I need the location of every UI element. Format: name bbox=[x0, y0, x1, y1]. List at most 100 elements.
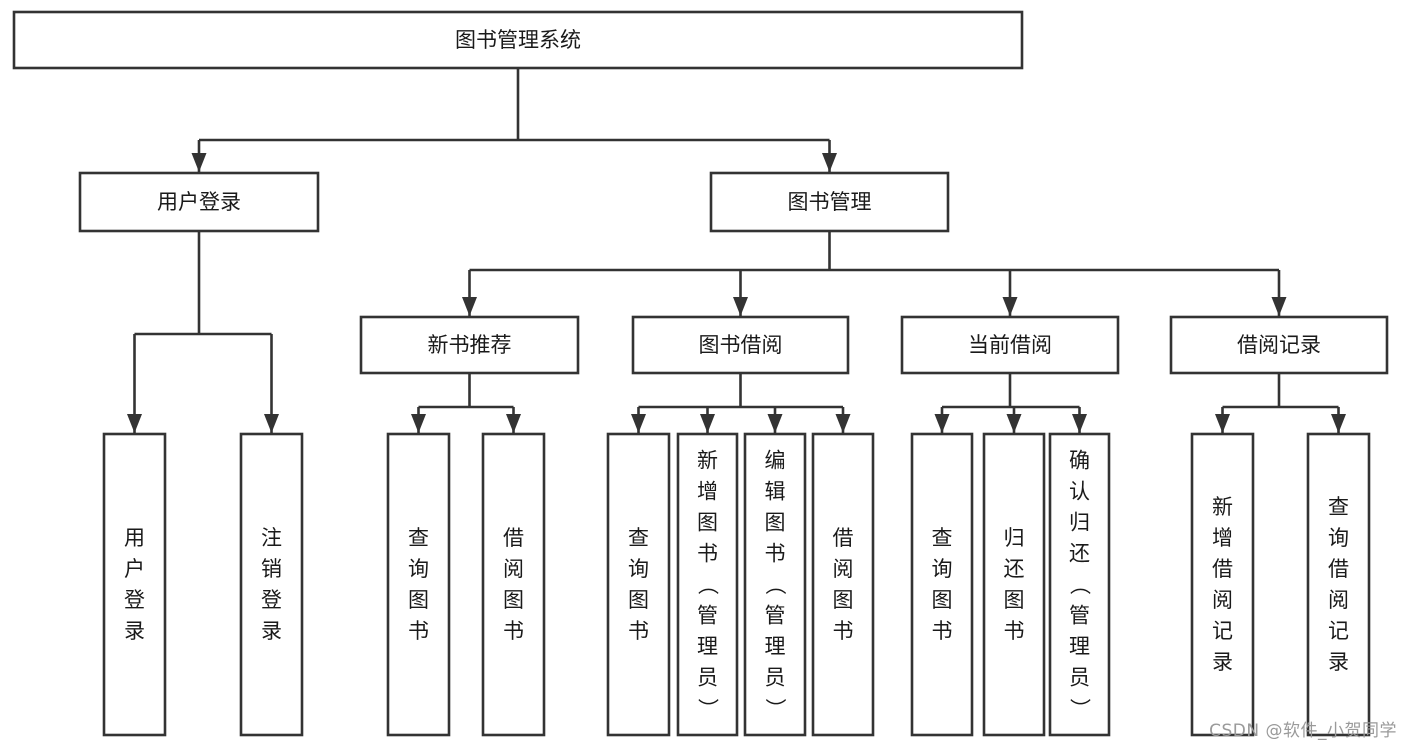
node-label-char: 辑 bbox=[765, 480, 786, 504]
node-label-char: ） bbox=[1068, 698, 1092, 719]
node-label-char: 书 bbox=[833, 619, 854, 643]
node-label-char: 录 bbox=[124, 619, 145, 643]
node-label-char: 户 bbox=[124, 557, 145, 581]
node-label-root: 图书管理系统 bbox=[455, 28, 581, 52]
node-box-current-borrow bbox=[900, 315, 1120, 375]
node-label-char: 新 bbox=[697, 449, 718, 473]
arrow-head-icon bbox=[631, 414, 646, 433]
arrow-head-icon bbox=[264, 414, 279, 433]
arrow-head-icon bbox=[127, 414, 142, 433]
arrow-head-icon bbox=[411, 414, 426, 433]
node-label-char: 管 bbox=[765, 604, 786, 628]
node-box-borrow-book-1 bbox=[481, 432, 546, 737]
node-current-borrow[interactable]: 当前借阅 bbox=[900, 315, 1120, 375]
node-label-char: 阅 bbox=[833, 557, 854, 581]
arrow-head-icon bbox=[934, 414, 950, 433]
node-box-confirm-return bbox=[1048, 432, 1111, 737]
node-box-return-book bbox=[982, 432, 1046, 737]
node-root[interactable]: 图书管理系统 bbox=[12, 10, 1024, 70]
arrow-head-icon bbox=[1331, 414, 1346, 433]
node-label-char: 书 bbox=[697, 542, 718, 566]
arrow-head-icon bbox=[462, 297, 477, 316]
arrow-head-icon bbox=[733, 297, 748, 316]
node-box-query-book-3 bbox=[910, 432, 974, 737]
node-label-char: 认 bbox=[1069, 480, 1090, 504]
node-label-char: 查 bbox=[628, 526, 649, 550]
node-box-add-book bbox=[676, 432, 739, 737]
node-book-manage[interactable]: 图书管理 bbox=[709, 171, 950, 233]
node-box-query-record bbox=[1306, 432, 1371, 737]
node-box-book-borrow bbox=[631, 315, 850, 375]
arrow-head-icon bbox=[1215, 414, 1230, 433]
node-label-char: 登 bbox=[261, 588, 282, 612]
node-label-char: 管 bbox=[1069, 604, 1090, 628]
node-box-logout bbox=[239, 432, 304, 737]
node-label-char: 记 bbox=[1212, 619, 1233, 643]
node-box-book-manage bbox=[709, 171, 950, 233]
node-login[interactable]: 用户登录 bbox=[102, 432, 167, 737]
node-label-char: 借 bbox=[1212, 557, 1233, 581]
node-label-char: 录 bbox=[1212, 650, 1233, 674]
node-label-char: 记 bbox=[1328, 619, 1349, 643]
node-label-book-borrow: 图书借阅 bbox=[699, 333, 783, 357]
node-label-char: 编 bbox=[765, 449, 786, 473]
arrow-head-icon bbox=[506, 414, 521, 433]
node-label-char: 借 bbox=[503, 526, 524, 550]
node-label-char: 登 bbox=[124, 588, 145, 612]
node-label-char: 图 bbox=[503, 588, 524, 612]
node-label-char: 借 bbox=[833, 526, 854, 550]
nodes-layer: 图书管理系统用户登录图书管理新书推荐图书借阅当前借阅借阅记录用户登录注销登录查询… bbox=[12, 10, 1389, 737]
node-label-char: 增 bbox=[1212, 526, 1233, 550]
node-user-login[interactable]: 用户登录 bbox=[78, 171, 320, 233]
node-box-add-record bbox=[1190, 432, 1255, 737]
node-label-char: 用 bbox=[124, 526, 145, 550]
node-label-char: 图 bbox=[697, 511, 718, 535]
node-box-query-book-2 bbox=[606, 432, 671, 737]
node-label-char: 销 bbox=[261, 557, 282, 581]
node-box-edit-book bbox=[743, 432, 807, 737]
node-label-char: 理 bbox=[697, 635, 718, 659]
node-label-char: 理 bbox=[765, 635, 786, 659]
node-box-borrow-book-2 bbox=[811, 432, 875, 737]
node-label-char: 员 bbox=[765, 666, 786, 690]
node-label-char: 书 bbox=[765, 542, 786, 566]
arrow-head-icon bbox=[822, 153, 837, 172]
node-label-char: 新 bbox=[1212, 495, 1233, 519]
node-label-borrow-record: 借阅记录 bbox=[1237, 333, 1321, 357]
node-book-borrow[interactable]: 图书借阅 bbox=[631, 315, 850, 375]
node-label-char: （ bbox=[763, 574, 787, 595]
node-box-borrow-record bbox=[1169, 315, 1389, 375]
arrow-head-icon bbox=[1002, 297, 1018, 316]
node-label-char: 图 bbox=[932, 588, 953, 612]
connectors-layer bbox=[127, 68, 1346, 433]
node-box-root bbox=[12, 10, 1024, 70]
node-label-char: （ bbox=[1068, 574, 1092, 595]
node-label-char: 归 bbox=[1004, 526, 1025, 550]
node-label-char: 归 bbox=[1069, 511, 1090, 535]
node-new-book-recommend[interactable]: 新书推荐 bbox=[359, 315, 580, 375]
arrow-head-icon bbox=[1072, 414, 1087, 433]
node-label-char: 书 bbox=[408, 619, 429, 643]
arrow-head-icon bbox=[1271, 297, 1287, 316]
node-label-user-login: 用户登录 bbox=[157, 190, 241, 214]
node-borrow-record[interactable]: 借阅记录 bbox=[1169, 315, 1389, 375]
node-label-char: 阅 bbox=[1212, 588, 1233, 612]
arrow-head-icon bbox=[700, 414, 715, 433]
node-label-char: 阅 bbox=[503, 557, 524, 581]
node-label-char: 增 bbox=[697, 480, 718, 504]
node-label-char: 确 bbox=[1069, 449, 1090, 473]
node-label-book-manage: 图书管理 bbox=[788, 190, 872, 214]
